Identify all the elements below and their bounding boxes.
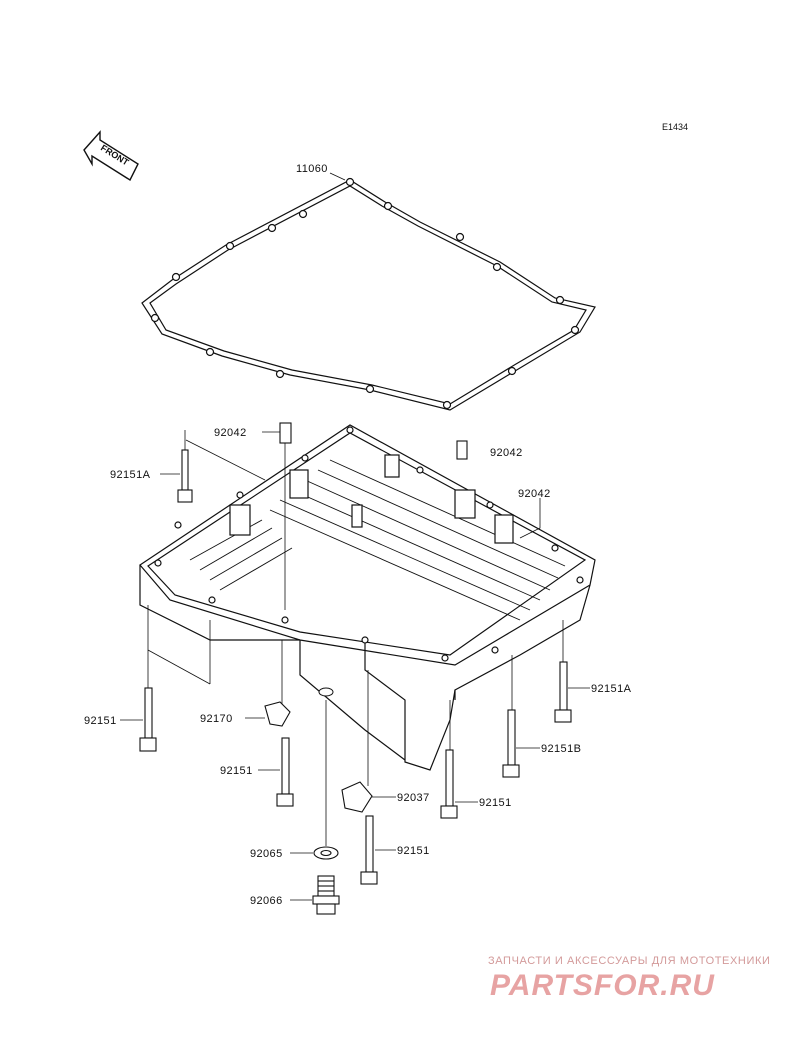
label-gasket: 11060 [296, 163, 328, 175]
bolt-right-b [502, 655, 520, 778]
label-bolt-left: 92151 [84, 715, 117, 727]
label-drain-plug: 92066 [250, 895, 283, 907]
label-bolt-right-b: 92151B [541, 743, 581, 755]
label-bolt-bottom: 92151 [397, 845, 430, 857]
label-bolt-mid-left: 92151 [220, 765, 253, 777]
label-bolt-left-top: 92151A [110, 469, 151, 481]
dowel-left [279, 422, 292, 610]
bolt-mid-left [276, 737, 294, 807]
label-clamp-left: 92170 [200, 713, 233, 725]
label-dowel-left: 92042 [214, 427, 247, 439]
watermark-logo: PARTSFOR.RU [490, 969, 715, 1002]
oil-pan [139, 424, 596, 771]
dowel-right [456, 440, 468, 460]
clamp-mid [341, 670, 373, 813]
label-bolt-right-a: 92151A [591, 683, 632, 695]
drain-plug [312, 875, 340, 915]
label-oil-pan: 92042 [518, 488, 551, 500]
bolt-right-a [554, 620, 572, 723]
label-clamp-mid: 92037 [397, 792, 430, 804]
watermark-tagline: ЗАПЧАСТИ И АКСЕССУАРЫ ДЛЯ МОТОТЕХНИКИ [488, 955, 770, 967]
front-arrow-icon: FRONT [83, 130, 139, 182]
washer [313, 700, 339, 860]
clamp-left [264, 640, 291, 727]
bolt-left-top [177, 430, 193, 503]
diagram-code: E1434 [662, 122, 688, 132]
label-washer: 92065 [250, 848, 283, 860]
bolt-left [139, 605, 211, 752]
bolt-mid-right [440, 700, 458, 819]
gasket [141, 177, 596, 411]
label-dowel-right: 92042 [490, 447, 523, 459]
label-bolt-mid-right: 92151 [479, 797, 512, 809]
bolt-bottom [360, 815, 378, 885]
